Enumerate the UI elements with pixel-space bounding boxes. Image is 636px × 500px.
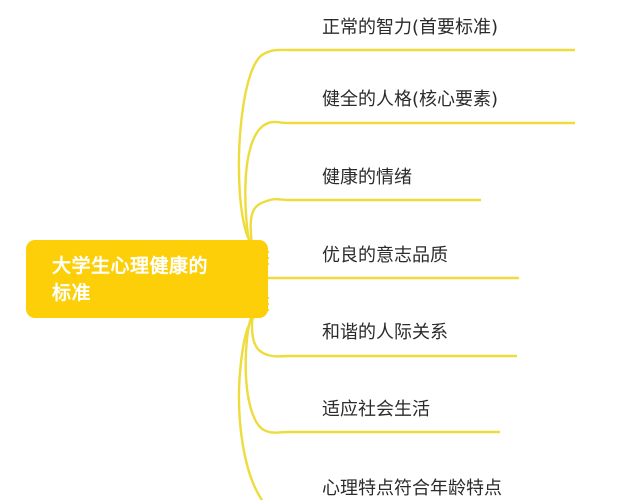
central-node[interactable]: 大学生心理健康的 标准 [26, 240, 268, 318]
branch-label-3: 健康的情绪 [322, 167, 412, 188]
connector-line-1 [237, 48, 290, 254]
branch-label-6: 适应社会生活 [322, 399, 430, 420]
connector-line-6 [244, 302, 290, 434]
branch-label-5: 和谐的人际关系 [322, 322, 448, 343]
branch-label-4: 优良的意志品质 [322, 245, 448, 266]
branch-label-2: 健全的人格(核心要素) [322, 89, 499, 110]
connector-line-7 [237, 308, 270, 500]
branch-label-1: 正常的智力(首要标准) [322, 17, 499, 38]
connector-line-2 [244, 120, 290, 260]
central-node-label: 大学生心理健康的 标准 [52, 255, 209, 304]
branch-label-7: 心理特点符合年龄特点 [322, 478, 502, 499]
